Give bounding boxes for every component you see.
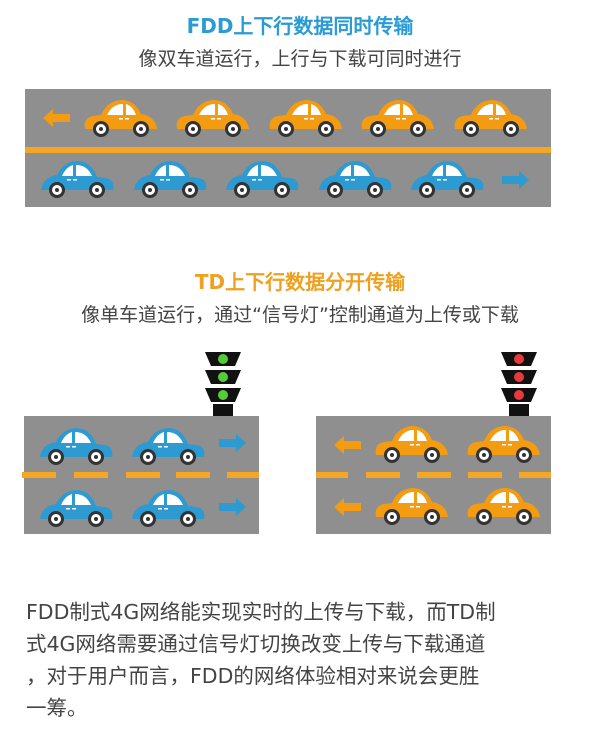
fdd-title: FDD上下行数据同时传输: [186, 14, 414, 38]
orange-car-icon: [266, 96, 344, 138]
orange-car-icon: [464, 484, 542, 526]
lane-dash: [366, 472, 400, 478]
blue-car-icon: [38, 424, 116, 466]
lane-dash: [22, 472, 56, 478]
red-traffic-light-icon: [501, 352, 537, 416]
left-arrow-icon: [334, 498, 362, 516]
blue-car-icon: [130, 486, 208, 528]
lane-dash: [468, 472, 502, 478]
lane-dash: [519, 472, 551, 478]
fdd-dual-lane-road: [25, 89, 551, 207]
orange-car-icon: [464, 422, 542, 464]
td-upload-road: [22, 416, 259, 534]
orange-car-icon: [451, 96, 529, 138]
conclusion-line: 式4G网络需要通过信号灯切换改变上传与下载通道: [26, 632, 486, 656]
lane-dash: [74, 472, 108, 478]
td-subtitle: 像单车道运行，通过“信号灯”控制通道为上传或下载: [81, 304, 519, 326]
lane-dash: [316, 472, 348, 478]
blue-car-icon: [317, 157, 395, 199]
orange-car-icon: [372, 484, 450, 526]
blue-car-icon: [409, 157, 487, 199]
blue-car-icon: [38, 486, 116, 528]
orange-car-icon: [81, 96, 159, 138]
orange-car-icon: [358, 96, 436, 138]
left-arrow-icon: [334, 436, 362, 454]
conclusion-line: ，对于用户而言，FDD的网络体验相对来说会更胜: [26, 664, 480, 688]
orange-car-icon: [372, 422, 450, 464]
right-arrow-icon: [218, 498, 246, 516]
blue-car-icon: [132, 157, 210, 199]
td-download-road: [316, 416, 551, 534]
blue-car-icon: [224, 157, 302, 199]
conclusion-line: 一筹。: [26, 696, 88, 720]
conclusion-paragraph: FDD制式4G网络能实现实时的上传与下载，而TD制 式4G网络需要通过信号灯切换…: [26, 596, 566, 724]
right-arrow-icon: [218, 434, 246, 452]
blue-car-icon: [130, 424, 208, 466]
fdd-subtitle: 像双车道运行，上行与下载可同时进行: [138, 48, 462, 70]
blue-car-icon: [39, 157, 117, 199]
fdd-center-line: [25, 147, 551, 153]
lane-dash: [126, 472, 160, 478]
left-arrow-icon: [43, 109, 71, 127]
orange-car-icon: [173, 96, 251, 138]
right-arrow-icon: [501, 171, 529, 189]
lane-dash: [227, 472, 259, 478]
td-title: TD上下行数据分开传输: [194, 270, 406, 294]
lane-dash: [176, 472, 210, 478]
lane-dash: [417, 472, 451, 478]
conclusion-line: FDD制式4G网络能实现实时的上传与下载，而TD制: [26, 600, 496, 624]
green-traffic-light-icon: [205, 352, 241, 416]
